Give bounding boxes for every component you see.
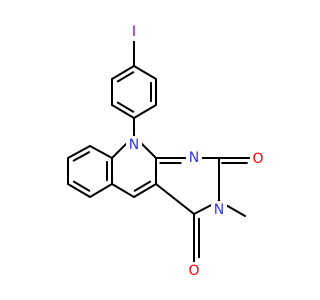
bond-bz-2 — [67, 145, 91, 159]
atom-label-iodine: I — [132, 24, 136, 40]
bond-py-2 — [111, 183, 135, 198]
atom-label-layer: I N N N O O — [126, 23, 266, 280]
molecule-diagram: I N N N O O — [67, 23, 266, 280]
n10-label-mask — [126, 136, 142, 154]
bond-bz-1 — [89, 145, 113, 159]
atom-label-o2: O — [252, 151, 263, 167]
atom-label-n3: N — [214, 202, 224, 218]
o2-label-mask — [250, 150, 266, 168]
bond-ph-3 — [111, 104, 135, 119]
bond-bz-4 — [67, 183, 91, 198]
bond-ph-1-inner — [116, 71, 135, 83]
bond-py-3 — [133, 183, 157, 198]
bond-py-3-inner — [133, 180, 152, 192]
bond-ph-1 — [111, 65, 135, 80]
o4-label-mask — [186, 262, 202, 280]
n3-label-mask — [211, 201, 227, 219]
atom-label-n10: N — [129, 137, 139, 153]
bond-bz-5 — [89, 183, 113, 198]
atom-label-n1: N — [189, 150, 199, 166]
bond-ph-4 — [133, 104, 157, 119]
structure-drawing: I N N N O O — [67, 23, 266, 280]
bond-bz-4-inner — [72, 180, 91, 192]
bond-ph-3-inner — [116, 101, 135, 113]
bond-pm-5 — [155, 183, 195, 215]
bond-ph-6 — [133, 65, 157, 80]
atom-label-o4: O — [188, 263, 199, 279]
iodine-label-mask — [127, 23, 141, 41]
bond-bz-2-inner — [72, 151, 91, 162]
bond-layer — [67, 40, 251, 263]
n1-label-mask — [186, 149, 202, 167]
